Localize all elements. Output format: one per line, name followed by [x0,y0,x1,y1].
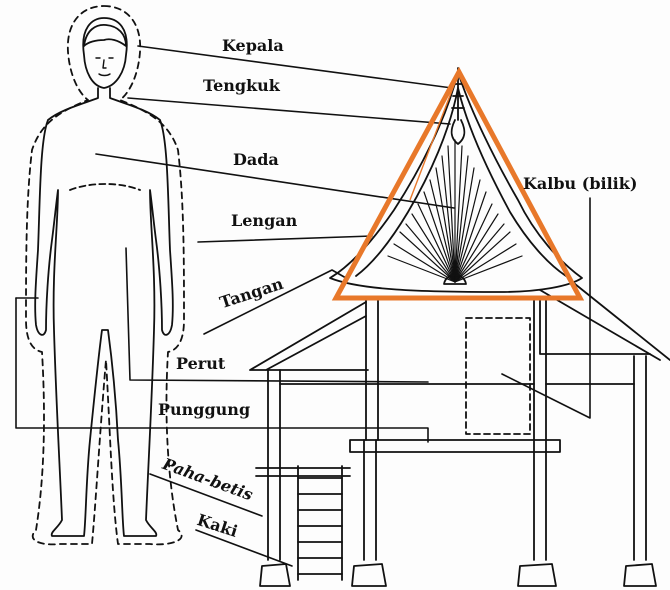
figure-hair [84,25,126,46]
kalbu-room [466,318,530,434]
label-kepala: Kepala [222,38,284,54]
house-lower-roof [250,302,368,370]
house [250,68,670,586]
kepala-line [138,46,452,88]
house-floor [350,440,560,452]
connector-lines [16,46,590,566]
label-lengan: Lengan [231,213,297,229]
house-ladder [256,466,350,580]
figure-head [83,18,127,88]
label-perut: Perut [176,356,225,372]
human-figure [26,6,184,544]
label-tengkuk: Tengkuk [203,78,280,94]
lengan-line [198,236,372,242]
label-kalbu: Kalbu (bilik) [523,176,637,192]
label-punggung: Punggung [158,402,250,418]
label-dada: Dada [233,152,279,168]
kaki-line [196,530,292,566]
house-stones [260,564,656,586]
tengkuk-line [128,98,450,124]
